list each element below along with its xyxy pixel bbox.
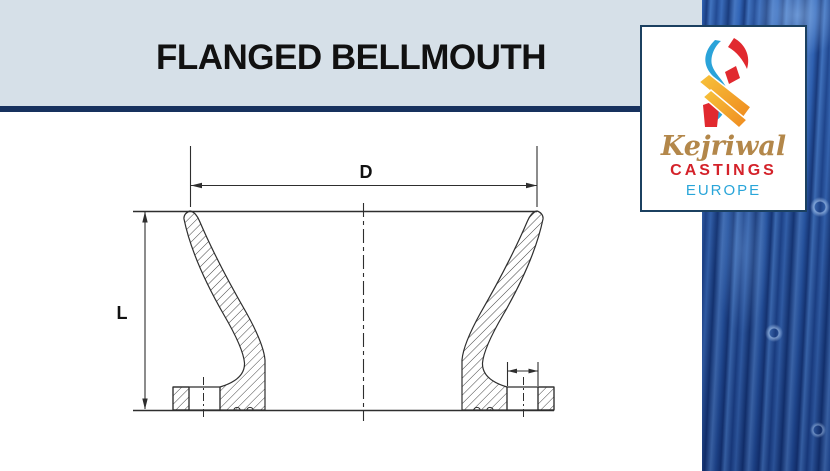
header-band: FLANGED BELLMOUTH — [0, 0, 702, 106]
left-wall-section — [183, 210, 266, 411]
dimension-d-label: D — [360, 162, 373, 182]
dimension-l-label: L — [117, 303, 128, 323]
right-flange — [506, 386, 555, 411]
dimension-flange-land — [506, 362, 539, 386]
left-flange — [172, 386, 221, 411]
kejriwal-logo-card: Kejriwal CASTINGS EUROPE — [640, 25, 807, 212]
right-wall-section — [461, 210, 544, 411]
logo-castings-text: CASTINGS — [670, 162, 777, 179]
dimension-l — [142, 211, 148, 410]
header-divider — [0, 106, 702, 112]
dimension-d — [189, 146, 538, 207]
right-foot-bumps — [473, 406, 494, 411]
page-title: FLANGED BELLMOUTH — [155, 38, 547, 77]
logo-europe-text: EUROPE — [685, 182, 762, 199]
left-foot-bumps — [233, 406, 254, 411]
logo-brand-name: Kejriwal — [660, 131, 787, 162]
kejriwal-emblem-icon — [697, 38, 752, 130]
